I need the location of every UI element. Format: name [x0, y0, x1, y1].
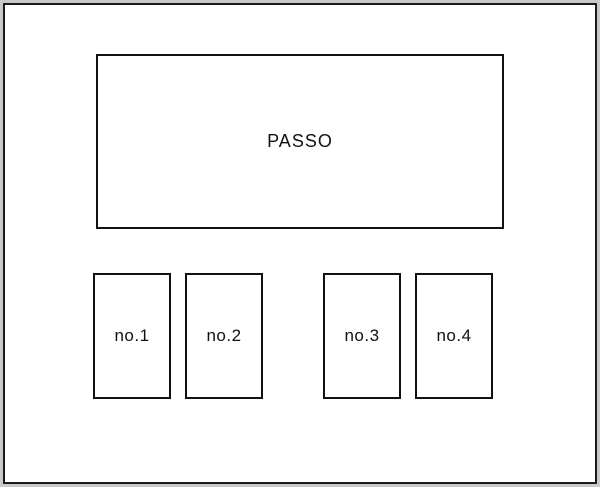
slot-no-3-label: no.3 — [344, 326, 380, 345]
passo-label: PASSO — [267, 131, 333, 151]
slot-no-4: no.4 — [415, 273, 493, 399]
slot-no-3: no.3 — [323, 273, 401, 399]
slot-no-1: no.1 — [93, 273, 171, 399]
outer-frame: PASSO no.1 no.2 no.3 no.4 — [3, 3, 597, 484]
passo-box: PASSO — [96, 54, 504, 229]
slot-no-4-label: no.4 — [436, 326, 472, 345]
slot-no-2-label: no.2 — [206, 326, 242, 345]
slot-no-2: no.2 — [185, 273, 263, 399]
slot-no-1-label: no.1 — [114, 326, 150, 345]
